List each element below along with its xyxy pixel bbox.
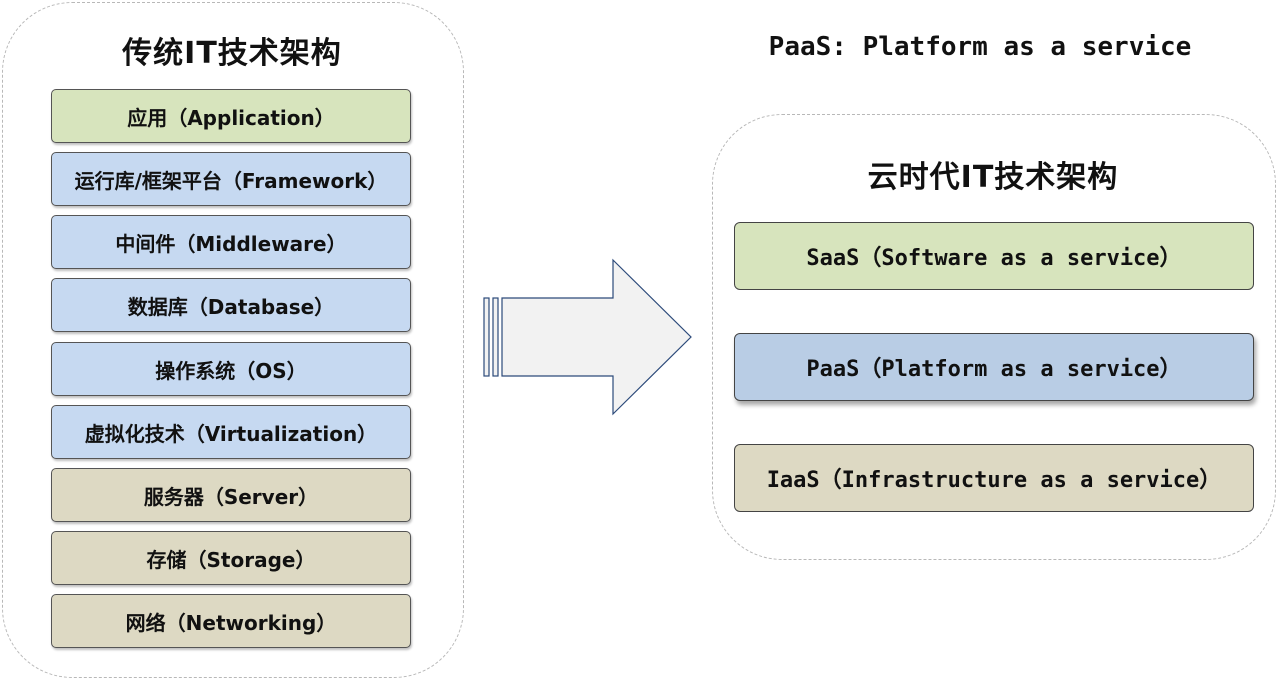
layer-middleware: 中间件（Middleware） [51, 215, 411, 269]
layer-framework: 运行库/框架平台（Framework） [51, 152, 411, 206]
layer-networking: 网络（Networking） [51, 594, 411, 648]
page-header-title: PaaS: Platform as a service [768, 32, 1192, 62]
right-block-arrow-icon [483, 258, 692, 416]
layer-application: 应用（Application） [51, 89, 411, 143]
service-paas: PaaS（Platform as a service） [734, 333, 1254, 401]
traditional-architecture-title: 传统IT技术架构 [122, 36, 342, 71]
service-iaas: IaaS（Infrastructure as a service） [734, 444, 1254, 512]
layer-server: 服务器（Server） [51, 468, 411, 522]
cloud-architecture-title: 云时代IT技术架构 [867, 160, 1119, 195]
layer-storage: 存储（Storage） [51, 531, 411, 585]
service-saas: SaaS（Software as a service） [734, 222, 1254, 290]
layer-os: 操作系统（OS） [51, 342, 411, 396]
layer-database: 数据库（Database） [51, 278, 411, 332]
layer-virtualization: 虚拟化技术（Virtualization） [51, 405, 411, 459]
